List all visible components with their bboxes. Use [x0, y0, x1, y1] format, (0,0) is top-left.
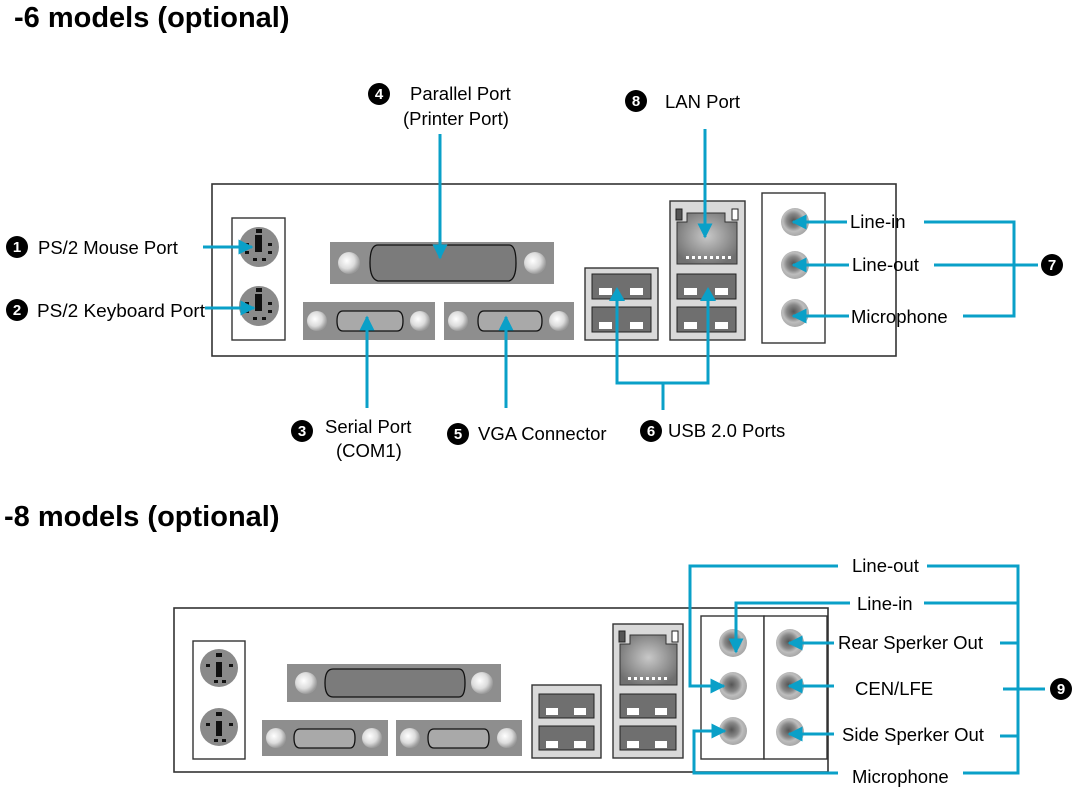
label-microphone: Microphone	[851, 306, 948, 327]
vga-port-8	[396, 720, 522, 756]
callout-3: 3 Serial Port (COM1)	[291, 416, 411, 461]
usb-ports-left	[584, 267, 659, 341]
serial-port-8	[262, 720, 388, 756]
usb-ports-left-8	[531, 684, 602, 759]
label-lan-port: LAN Port	[665, 91, 740, 112]
callout-number: 8	[632, 93, 640, 110]
callout-5: 5 VGA Connector	[447, 423, 607, 445]
label-line-out-8: Line-out	[852, 555, 919, 576]
callout-8: 8 LAN Port	[625, 90, 740, 112]
label-line-out: Line-out	[852, 254, 919, 275]
label-parallel-port: Parallel Port	[410, 83, 511, 104]
parallel-port-8	[287, 664, 501, 702]
callout-2: 2 PS/2 Keyboard Port	[6, 299, 205, 321]
label-line-in: Line-in	[850, 211, 906, 232]
lan-port-8	[619, 634, 678, 686]
ps2-ports	[231, 217, 286, 341]
callout-lines-8	[688, 564, 1045, 775]
callout-number: 6	[647, 423, 655, 440]
ps2-ports-8	[192, 640, 246, 760]
callout-number: 7	[1048, 257, 1056, 274]
audio-jacks-3	[761, 192, 826, 344]
lan-usb-stack-8	[612, 623, 684, 759]
label-serial-port-sub: (COM1)	[336, 440, 402, 461]
callout-1: 1 PS/2 Mouse Port	[6, 236, 178, 258]
label-line-in-8: Line-in	[857, 593, 913, 614]
callout-number: 2	[13, 302, 21, 319]
label-ps2-mouse-port: PS/2 Mouse Port	[38, 237, 178, 258]
callout-number: 9	[1057, 681, 1065, 698]
label-serial-port: Serial Port	[325, 416, 411, 437]
callout-9: Line-out Line-in Rear Sperker Out CEN/LF…	[838, 555, 1072, 787]
callout-7: Line-in Line-out Microphone 7	[850, 211, 1063, 327]
callout-4: 4 Parallel Port (Printer Port)	[368, 83, 511, 129]
serial-port	[303, 302, 435, 340]
label-microphone-8: Microphone	[852, 766, 949, 787]
label-vga-connector: VGA Connector	[478, 423, 607, 444]
ps2-keyboard-port	[239, 286, 279, 326]
callout-6: 6 USB 2.0 Ports	[640, 420, 785, 442]
section-title-8-models: -8 models (optional)	[4, 501, 280, 533]
callout-number: 5	[454, 426, 462, 443]
callout-number: 1	[13, 239, 21, 256]
label-side-speaker-out: Side Sperker Out	[842, 724, 984, 745]
label-parallel-port-sub: (Printer Port)	[403, 108, 509, 129]
label-usb-ports: USB 2.0 Ports	[668, 420, 785, 441]
label-ps2-keyboard-port: PS/2 Keyboard Port	[37, 300, 205, 321]
section-title-6-models: -6 models (optional)	[14, 2, 290, 34]
lan-port	[675, 208, 739, 265]
callout-lines-6	[203, 129, 1038, 410]
vga-port	[444, 302, 574, 340]
label-rear-speaker-out: Rear Sperker Out	[838, 632, 983, 653]
label-cen-lfe: CEN/LFE	[855, 678, 933, 699]
callout-number: 4	[375, 86, 384, 103]
parallel-port	[330, 242, 554, 284]
callout-number: 3	[298, 423, 306, 440]
